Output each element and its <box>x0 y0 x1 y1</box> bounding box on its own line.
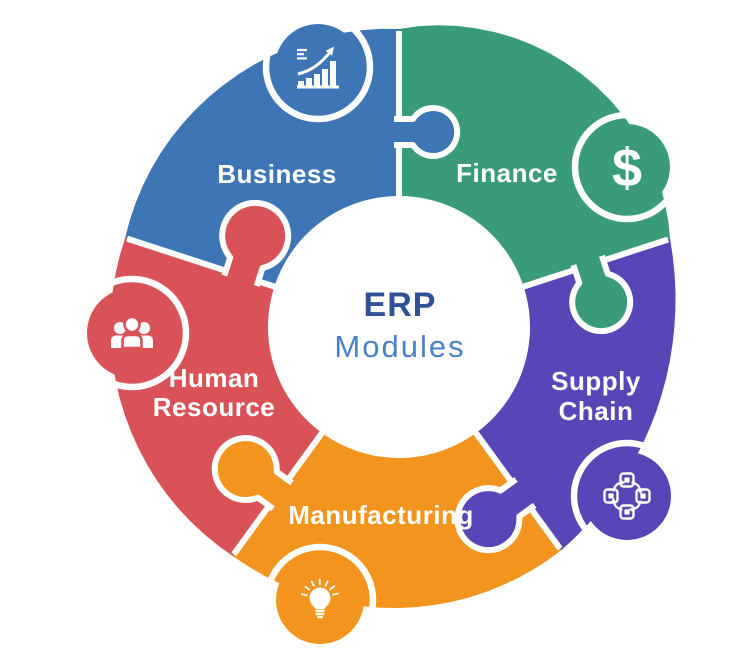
satellite-business <box>262 11 374 123</box>
satellite-supply-chain <box>570 439 684 553</box>
label-supply-chain: Supply Chain <box>551 366 641 426</box>
satellite-disc-business <box>275 24 361 110</box>
svg-text:Supply: Supply <box>551 366 641 396</box>
satellite-ring <box>570 439 684 553</box>
center-title: ERP <box>364 286 437 324</box>
label-manufacturing: Manufacturing <box>288 500 474 530</box>
svg-text:Resource: Resource <box>153 392 276 422</box>
center-subtitle: Modules <box>334 329 465 364</box>
knob-business <box>394 105 461 159</box>
satellite-ring <box>262 11 374 123</box>
label-human-resource: Human Resource <box>153 363 276 422</box>
center-circle <box>268 196 530 458</box>
satellite-ring <box>74 275 190 391</box>
knob-human-resource <box>219 199 292 287</box>
satellite-disc-finance <box>584 124 670 210</box>
knob-manufacturing <box>211 435 294 512</box>
label-finance: Finance <box>456 158 558 188</box>
growth-chart-icon <box>297 46 339 89</box>
svg-text:Chain: Chain <box>559 396 634 426</box>
piece-divider <box>126 235 291 295</box>
satellite-ring <box>263 543 377 657</box>
label-business: Business <box>217 159 337 189</box>
lightbulb-icon <box>300 578 339 619</box>
dollar-icon: $ <box>612 138 642 198</box>
knob-supply-chain <box>454 476 537 554</box>
svg-text:Human: Human <box>169 363 260 393</box>
satellite-ring <box>571 111 683 223</box>
satellite-finance: $ <box>571 111 683 223</box>
knob-finance <box>569 254 634 335</box>
satellite-human-resource <box>74 275 190 391</box>
satellite-disc-supply-chain <box>583 452 671 540</box>
satellite-manufacturing <box>263 543 377 657</box>
cycle-boxes-icon <box>603 472 651 520</box>
people-group-icon <box>111 315 153 350</box>
